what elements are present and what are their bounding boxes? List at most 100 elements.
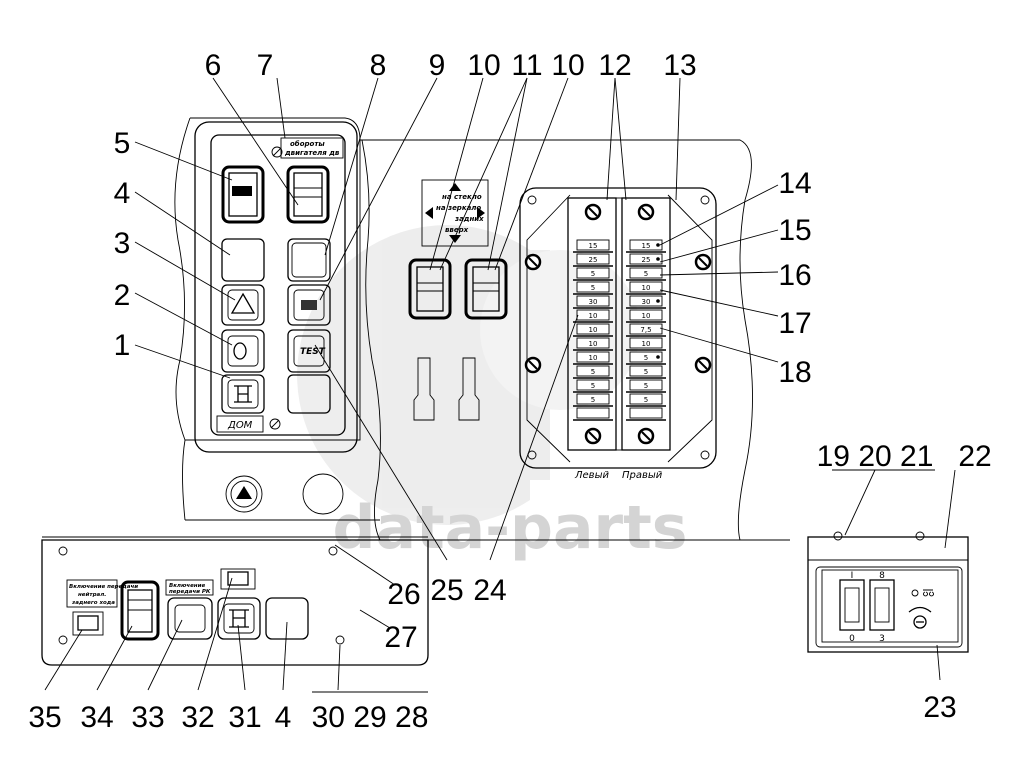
- callout-35: 35: [28, 701, 61, 734]
- fuse-rating: 7,5: [640, 326, 651, 334]
- heater-switch-right[interactable]: [869, 579, 895, 631]
- fuse[interactable]: [626, 407, 666, 421]
- fuse-marker: [656, 257, 660, 261]
- gear-label-3: заднего хода: [71, 600, 115, 606]
- fuse[interactable]: 10: [626, 281, 666, 295]
- hazard-knob: [225, 475, 263, 513]
- diff-lock-bottom-button[interactable]: [217, 597, 261, 640]
- fuse-rating: 10: [589, 312, 598, 320]
- fuse-rating: 15: [642, 242, 651, 250]
- rocker-switch-5[interactable]: [221, 165, 265, 224]
- fuse-rating: 30: [642, 298, 651, 306]
- fog-light-button[interactable]: [221, 329, 265, 373]
- callout-1: 1: [114, 329, 131, 362]
- leader-lines: [44, 77, 956, 693]
- diff-lock-button[interactable]: [221, 374, 265, 414]
- fuse[interactable]: 5: [626, 365, 666, 379]
- fuse[interactable]: 7,5: [626, 323, 666, 337]
- gear-label-2: нейтрал.: [78, 592, 106, 598]
- fuse[interactable]: 5: [626, 267, 666, 281]
- fuse[interactable]: 15: [626, 239, 666, 253]
- fuse-rating: 10: [642, 312, 651, 320]
- fuse[interactable]: 10: [626, 309, 666, 323]
- callout-16: 16: [778, 259, 811, 292]
- mount-hole: [700, 450, 710, 460]
- mount-hole: [527, 195, 537, 205]
- rk-button[interactable]: [167, 597, 213, 640]
- fuse[interactable]: 5: [573, 365, 613, 379]
- engine-speed-label-2: двигателя дв: [284, 149, 340, 157]
- callout-26: 26: [387, 578, 420, 611]
- gear-indicator-lamp: [77, 615, 99, 631]
- fuse[interactable]: 30: [573, 295, 613, 309]
- fuse[interactable]: 30: [626, 295, 666, 309]
- gear-rocker-switch[interactable]: [120, 580, 160, 641]
- test-button[interactable]: [287, 329, 331, 373]
- callout-31: 31: [228, 701, 261, 734]
- fuse-rating: 10: [589, 326, 598, 334]
- fuse-rating: 5: [644, 382, 648, 390]
- fuse-marker: [656, 355, 660, 359]
- rk-label-1: Включение: [169, 583, 205, 589]
- fuse-rating: 25: [589, 256, 598, 264]
- callout-34: 34: [80, 701, 113, 734]
- mount-hole: [700, 195, 710, 205]
- fuse[interactable]: 25: [626, 253, 666, 267]
- callout-13: 13: [663, 49, 696, 82]
- heater-knob[interactable]: [913, 615, 927, 629]
- heater-switch-left[interactable]: [839, 579, 865, 631]
- mirror-switch-left[interactable]: [408, 258, 452, 320]
- fuse[interactable]: 5: [573, 379, 613, 393]
- callout-6: 6: [205, 49, 222, 82]
- diff-lock-icon: [234, 385, 252, 403]
- heater-on-label: I: [851, 571, 854, 581]
- screw-icon: [584, 203, 602, 221]
- indicator-lamp: [911, 589, 919, 597]
- callout-27: 27: [384, 621, 417, 654]
- callout-14: 14: [778, 167, 811, 200]
- fuse[interactable]: 10: [573, 323, 613, 337]
- fuse[interactable]: 10: [573, 337, 613, 351]
- fuse[interactable]: 5: [573, 267, 613, 281]
- fuse[interactable]: 5: [573, 393, 613, 407]
- callout-11: 11: [511, 49, 542, 82]
- fuse[interactable]: 15: [573, 239, 613, 253]
- fuse[interactable]: 5: [626, 379, 666, 393]
- fuse[interactable]: 10: [626, 337, 666, 351]
- fuse[interactable]: [573, 407, 613, 421]
- fuse[interactable]: 5: [573, 281, 613, 295]
- screw-icon: [524, 356, 542, 374]
- fuse[interactable]: 10: [573, 351, 613, 365]
- blank-plug: [302, 473, 344, 515]
- callout-numbers: 1 2 3 4 5 6 7 8 9 10 11 10 12 13 14 15 1…: [28, 49, 991, 734]
- callout-25: 25: [430, 574, 463, 607]
- callout-9: 9: [429, 49, 446, 82]
- screw-icon: [637, 427, 655, 445]
- hazard-warning-button[interactable]: [221, 284, 265, 326]
- fuse-rating: 10: [642, 340, 651, 348]
- screw-icon: [524, 253, 542, 271]
- fuse[interactable]: 25: [573, 253, 613, 267]
- heater-off-label: 0: [849, 634, 855, 644]
- fuse[interactable]: 5: [626, 351, 666, 365]
- fuse-rating: 5: [644, 354, 648, 362]
- fuse[interactable]: 10: [573, 309, 613, 323]
- blank-indicator-bottom: [265, 597, 309, 640]
- mirror-label-4: вверх: [445, 226, 469, 234]
- mirror-switch-right[interactable]: [464, 258, 508, 320]
- callout-30-29-28: 30 29 28: [312, 701, 429, 734]
- rocker-switch-6[interactable]: [286, 165, 330, 224]
- callout-24: 24: [473, 574, 506, 607]
- screws: [524, 195, 712, 460]
- gearbox-panel: Включение передачи нейтрал. заднего хода…: [41, 536, 429, 666]
- heater-control-panel: I 8 0 3: [807, 531, 969, 653]
- left-switch-panel: обороты двигателя дв TEST ДОМ: [194, 121, 358, 453]
- fuse[interactable]: 5: [626, 393, 666, 407]
- callout-19-20-21: 19 20 21: [817, 440, 934, 473]
- screw-icon: [584, 427, 602, 445]
- gear-label-1: Включение передачи: [69, 584, 138, 590]
- mirror-label-3: задних: [454, 215, 484, 223]
- callout-33: 33: [131, 701, 164, 734]
- fuse-rating: 15: [589, 242, 598, 250]
